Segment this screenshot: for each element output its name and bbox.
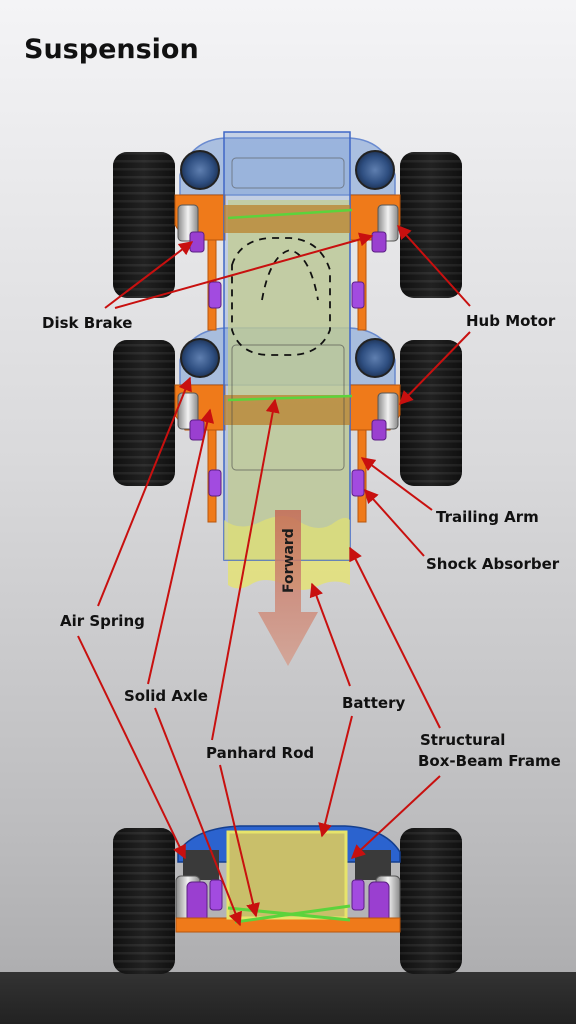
page-title: Suspension [24, 34, 199, 65]
tire-rear-view-right [400, 828, 462, 974]
air-spring-icon [180, 150, 395, 378]
tire-front-left [113, 152, 175, 298]
tire-rear-right [400, 340, 462, 486]
forward-arrow-icon: Forward [258, 510, 318, 666]
label-trailing-arm: Trailing Arm [436, 508, 539, 526]
label-battery: Battery [342, 694, 405, 712]
label-panhard-rod: Panhard Rod [206, 744, 314, 762]
labels: Disk Brake Hub Motor Trailing Arm Shock … [42, 312, 561, 770]
panhard-rod-top [227, 208, 353, 402]
label-air-spring: Air Spring [60, 612, 145, 630]
tire-rear-left [113, 340, 175, 486]
forward-label: Forward [281, 528, 297, 593]
tire-rear-view-left [113, 828, 175, 974]
tire-front-right [400, 152, 462, 298]
disk-brake-icon [189, 231, 387, 441]
label-structural: Structural [420, 731, 505, 749]
label-solid-axle: Solid Axle [124, 687, 208, 705]
label-hub-motor: Hub Motor [466, 312, 556, 330]
cross-beam-front [224, 205, 350, 233]
dashed-outline [231, 237, 331, 356]
shock-absorber-icon [208, 281, 365, 497]
label-box-beam-frame: Box-Beam Frame [418, 752, 561, 770]
ground [0, 972, 576, 1024]
hub-motor-icon [177, 204, 399, 430]
structural-frame [223, 131, 351, 561]
top-view: Forward [113, 131, 462, 666]
annotation-arrows [77, 224, 471, 927]
label-shock-absorber: Shock Absorber [426, 555, 560, 573]
solid-axle [175, 917, 401, 933]
label-disk-brake: Disk Brake [42, 314, 132, 332]
rear-view [0, 825, 576, 1024]
